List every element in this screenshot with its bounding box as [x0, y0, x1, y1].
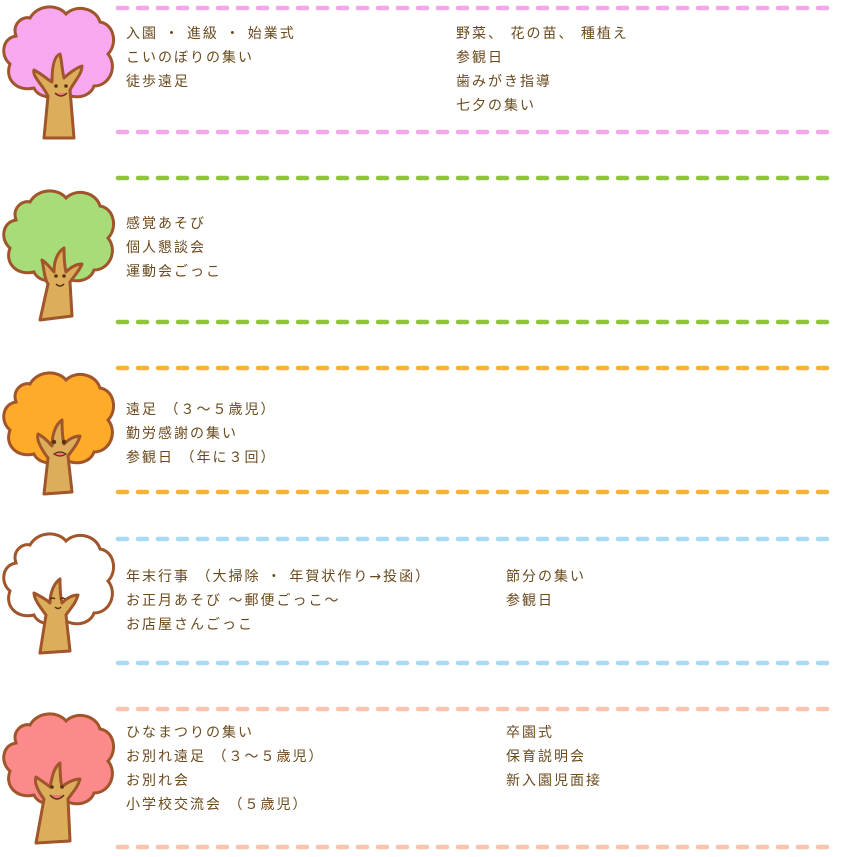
event-item: 年末行事 （大掃除 ・ 年賀状作り→投函）	[126, 569, 432, 585]
event-item: 参観日	[456, 50, 504, 66]
event-item: 徒歩遠足	[126, 74, 190, 90]
event-item: 参観日	[506, 593, 554, 609]
dashed-divider-bottom	[115, 319, 839, 325]
event-item: 入園 ・ 進級 ・ 始業式	[126, 26, 296, 42]
event-item: 節分の集い	[506, 569, 586, 585]
dashed-divider-top	[115, 365, 839, 371]
dashed-divider-bottom	[115, 660, 839, 666]
white-tree-icon	[2, 532, 116, 655]
winter-right-events: 節分の集い 参観日	[506, 565, 586, 613]
event-item: 感覚あそび	[126, 216, 206, 232]
dashed-divider-top	[115, 175, 839, 181]
early-spring-right-events: 卒園式 保育説明会 新入園児面接	[506, 721, 602, 793]
season-early-spring: ひなまつりの集い お別れ遠足 （３～５歳児） お別れ会 小学校交流会 （５歳児）…	[0, 703, 842, 854]
season-summer: 感覚あそび 個人懇談会 運動会ごっこ	[0, 172, 842, 332]
winter-left-events: 年末行事 （大掃除 ・ 年賀状作り→投函） お正月あそび ～郵便ごっこ～ お店屋…	[126, 565, 431, 637]
summer-left-events: 感覚あそび 個人懇談会 運動会ごっこ	[126, 212, 222, 284]
event-item: 新入園児面接	[506, 773, 602, 789]
event-item: こいのぼりの集い	[126, 50, 254, 66]
event-item: 七夕の集い	[456, 98, 536, 114]
orange-tree-icon	[2, 371, 116, 496]
spring-right-events: 野菜、 花の苗、 種植え 参観日 歯みがき指導 七夕の集い	[456, 22, 629, 118]
event-item: ひなまつりの集い	[126, 725, 254, 741]
autumn-left-events: 遠足 （３～５歳児） 勤労感謝の集い 参観日 （年に３回）	[126, 398, 276, 470]
dashed-divider-top	[115, 5, 839, 11]
dashed-divider-bottom	[115, 844, 839, 850]
dashed-divider-top	[115, 536, 839, 542]
season-autumn: 遠足 （３～５歳児） 勤労感謝の集い 参観日 （年に３回）	[0, 362, 842, 502]
event-item: お別れ遠足 （３～５歳児）	[126, 749, 325, 765]
event-item: 保育説明会	[506, 749, 586, 765]
event-item: 運動会ごっこ	[126, 264, 222, 280]
event-item: 参観日 （年に３回）	[126, 450, 277, 466]
green-tree-icon	[2, 189, 116, 322]
event-item: お正月あそび ～郵便ごっこ～	[126, 593, 341, 609]
dashed-divider-bottom	[115, 129, 839, 135]
dashed-divider-bottom	[115, 489, 839, 495]
event-item: 個人懇談会	[126, 240, 206, 256]
event-item: お店屋さんごっこ	[126, 617, 254, 633]
event-item: お別れ会	[126, 773, 190, 789]
dashed-divider-top	[115, 706, 839, 712]
event-item: 歯みがき指導	[456, 74, 552, 90]
event-item: 遠足 （３～５歳児）	[126, 402, 277, 418]
event-item: 小学校交流会 （５歳児）	[126, 797, 309, 813]
season-winter: 年末行事 （大掃除 ・ 年賀状作り→投函） お正月あそび ～郵便ごっこ～ お店屋…	[0, 532, 842, 673]
event-item: 勤労感謝の集い	[126, 426, 238, 442]
season-spring: 入園 ・ 進級 ・ 始業式 こいのぼりの集い 徒歩遠足 野菜、 花の苗、 種植え…	[0, 0, 842, 150]
spring-left-events: 入園 ・ 進級 ・ 始業式 こいのぼりの集い 徒歩遠足	[126, 22, 296, 94]
pink-tree-icon	[2, 5, 116, 140]
event-item: 野菜、 花の苗、 種植え	[456, 26, 629, 42]
event-item: 卒園式	[506, 725, 554, 741]
red-tree-icon	[2, 712, 116, 845]
early-spring-left-events: ひなまつりの集い お別れ遠足 （３～５歳児） お別れ会 小学校交流会 （５歳児）	[126, 721, 324, 817]
